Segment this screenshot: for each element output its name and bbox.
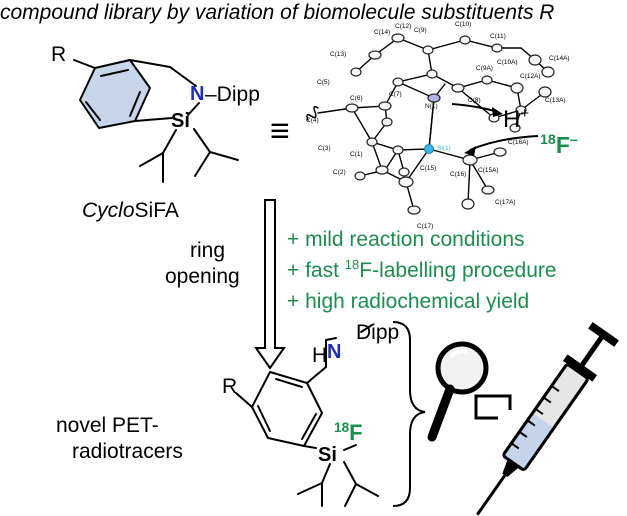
square-outline <box>474 394 512 420</box>
top-si-label: Si <box>171 110 190 132</box>
reaction-arrow <box>254 199 286 370</box>
advantage-2-suffix: F-labelling procedure <box>359 259 557 282</box>
xray-atom-label: N(1) <box>425 103 438 110</box>
scheme-title: compound library by variation of biomole… <box>0 1 555 24</box>
syringe-icon <box>476 321 619 516</box>
xray-atom-label: C(14) <box>374 29 391 36</box>
xray-atom-label: C(15A) <box>478 167 499 174</box>
advantage-1-text: + mild reaction conditions <box>287 228 525 251</box>
xray-atom-label: C(16) <box>450 171 467 178</box>
product-structure <box>235 324 379 507</box>
xray-atom-label: C(12A) <box>520 73 541 80</box>
xray-atom-label: C(9A) <box>476 65 493 72</box>
product-r-label: R <box>222 375 238 398</box>
xray-atom-label: C(12) <box>395 23 412 30</box>
xray-atom-label: C(13) <box>330 51 347 58</box>
top-n-substituent: –Dipp <box>205 83 260 106</box>
xray-atom-label: C(14A) <box>549 55 570 62</box>
fluoride-label: 18F– <box>540 132 578 158</box>
advantage-2-sup: 18 <box>344 257 360 273</box>
product-label-line2: radiotracers <box>72 440 183 463</box>
advantage-3-text: + high radiochemical yield <box>287 290 530 313</box>
xray-atom-label: C(10) <box>455 21 472 28</box>
product-n-substituent: Dipp <box>356 321 400 344</box>
xray-atom-label: C(15) <box>420 165 437 172</box>
xray-atom-label: C(17) <box>417 223 434 230</box>
step-label-line2: opening <box>165 265 240 288</box>
product-label-line1: novel PET- <box>56 414 159 437</box>
arrowhead-to-silicon <box>464 146 476 156</box>
wavy-bond <box>306 105 319 121</box>
step-label-line1: ring <box>190 239 226 262</box>
fluoride-symbol: F <box>555 132 570 158</box>
xray-atom-label: C(11) <box>490 33 506 40</box>
xray-atom-label: C(16A) <box>508 139 529 146</box>
top-n-label: N <box>190 83 205 105</box>
magnifying-glass-icon <box>427 341 489 442</box>
xray-atom-label: C(2) <box>333 169 346 176</box>
product-hn-h: H <box>312 344 328 367</box>
advantage-2: + fast 18F-labelling procedure <box>287 257 557 282</box>
xray-atom-label: C(10A) <box>497 59 518 66</box>
proton-symbol: H <box>503 106 521 133</box>
advantage-3: + high radiochemical yield <box>287 291 529 312</box>
advantage-1: + mild reaction conditions <box>287 229 525 250</box>
product-f-symbol: F <box>349 420 363 445</box>
xray-atom-label: C(7) <box>389 91 402 98</box>
cyclosifa-name-italic: Cyclo <box>82 199 135 222</box>
xray-atom-label: C(4) <box>306 117 319 124</box>
xray-atom-label: C(6) <box>350 95 363 102</box>
cyclosifa-structure <box>73 59 239 183</box>
nitrogen-atom <box>427 93 441 103</box>
product-n-label: N <box>327 341 342 363</box>
proton-label: H+ <box>503 106 530 133</box>
cyclosifa-name-rest: SiFA <box>134 199 179 222</box>
curly-brace <box>392 321 426 507</box>
xray-atom-label: C(9) <box>414 27 427 34</box>
silicon-atom <box>424 144 434 154</box>
xray-atom-label: C(1) <box>350 151 363 158</box>
xray-structure <box>306 33 555 215</box>
proton-charge: + <box>520 106 530 123</box>
xray-atom-label: C(17A) <box>495 199 516 206</box>
product-si-label: Si <box>318 444 337 466</box>
product-f-mass: 18 <box>334 419 350 435</box>
equivalence-symbol: ≡ <box>270 112 290 150</box>
cyclosifa-name: CycloSiFA <box>82 200 179 221</box>
xray-atom-label: C(5) <box>317 79 330 86</box>
advantage-2-prefix: + fast <box>287 259 345 282</box>
arrowhead-to-proton <box>492 107 503 117</box>
fluoride-mass: 18 <box>540 132 556 149</box>
xray-atom-label: C(3) <box>318 145 331 152</box>
xray-atom-label: C(8) <box>468 97 481 104</box>
fluoride-charge: – <box>569 132 578 149</box>
product-f-label: 18F <box>334 419 363 445</box>
xray-atom-label: C(13A) <box>545 97 566 104</box>
top-r-label: R <box>51 43 67 66</box>
xray-atom-label: Si(1) <box>437 145 451 152</box>
